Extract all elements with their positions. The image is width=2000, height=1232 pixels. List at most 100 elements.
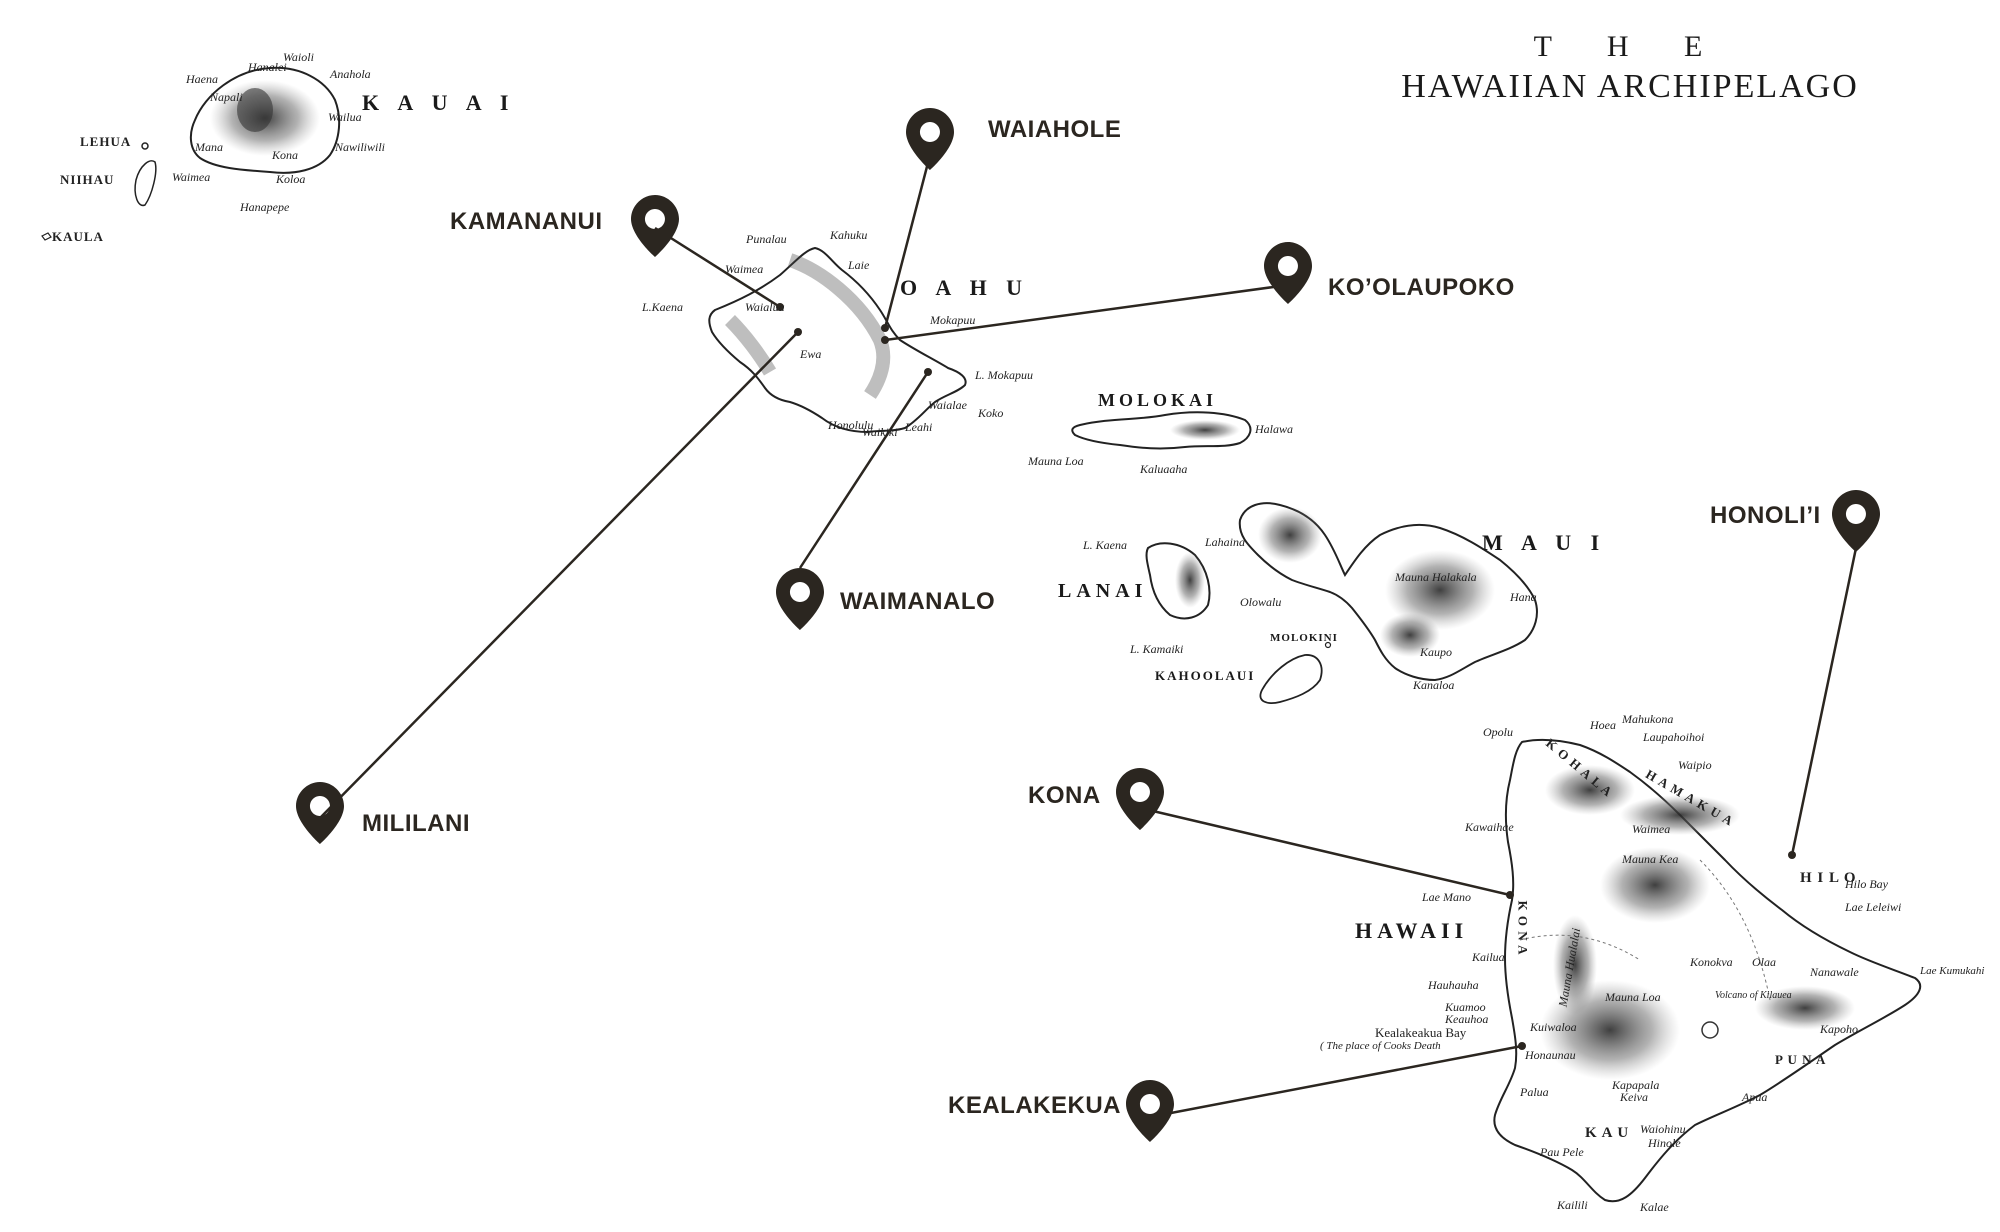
place-mokapuu: Mokapuu	[930, 313, 976, 327]
place-kilauea: Volcano of Kilauea	[1715, 990, 1792, 1001]
place-kuamoo: Kuamoo	[1445, 1000, 1486, 1014]
island-kauai	[189, 66, 341, 174]
place-kona-kauai: Kona	[272, 148, 299, 162]
place-lahaina: Lahaina	[1205, 535, 1246, 549]
place-mana: Mana	[195, 140, 223, 154]
place-kawaihae: Kawaihae	[1465, 820, 1514, 834]
marker-label-waiahole[interactable]: WAIAHOLE	[988, 116, 1122, 143]
place-waialua: Waialua	[745, 300, 785, 314]
connector-mililani	[319, 331, 799, 819]
place-nawiliwili: Nawiliwili	[335, 140, 386, 154]
island-lanai	[1145, 542, 1211, 620]
place-halawa: Halawa	[1255, 422, 1294, 436]
pin-kamananui-icon[interactable]	[631, 195, 679, 257]
place-mahukona: Mahukona	[1622, 712, 1674, 726]
island-oahu	[708, 246, 967, 434]
pin-kealakekua-icon[interactable]	[1126, 1080, 1174, 1142]
place-maunaloa-molokai: Mauna Loa	[1028, 454, 1084, 468]
place-maunakea: Mauna Kea	[1622, 852, 1679, 866]
pin-honolii-icon[interactable]	[1832, 490, 1880, 552]
place-waimea-kauai: Waimea	[172, 170, 211, 184]
place-honaunau: Honaunau	[1525, 1048, 1576, 1062]
marker-label-koolaupoko[interactable]: KO’OLAUPOKO	[1328, 274, 1515, 301]
place-kalae: Kalae	[1640, 1200, 1669, 1214]
place-waimea-oahu: Waimea	[725, 262, 764, 276]
place-leahi: Leahi	[905, 420, 933, 434]
island-label-molokai: MOLOKAI	[1098, 390, 1218, 410]
marker-label-kealakekua[interactable]: KEALAKEKUA	[948, 1092, 1121, 1119]
place-kealakeakua-bay: Kealakeakua Bay	[1375, 1025, 1467, 1040]
island-label-hawaii: HAWAII	[1355, 918, 1469, 943]
place-nanawale: Nanawale	[1810, 965, 1859, 979]
place-kailua: Kailua	[1472, 950, 1505, 964]
island-label-molokini: MOLOKINI	[1270, 632, 1338, 644]
island-label-lanai: LANAI	[1058, 580, 1148, 602]
place-waikiki: Waikiki	[862, 425, 898, 439]
island-kahoolawe	[1259, 641, 1332, 704]
pin-mililani-icon[interactable]	[296, 782, 344, 844]
place-lae-kumukahi: Lae Kumukahi	[1920, 965, 1985, 977]
place-kaluaaha: Kaluaaha	[1140, 462, 1188, 476]
marker-label-kona[interactable]: KONA	[1028, 782, 1101, 809]
place-haena: Haena	[186, 72, 218, 86]
place-waioli: Waioli	[283, 50, 314, 64]
place-palua: Palua	[1520, 1085, 1549, 1099]
place-hana: Hana	[1510, 590, 1537, 604]
pins	[296, 108, 1880, 1142]
island-label-maui: M A U I	[1482, 530, 1607, 555]
connector-dots	[776, 303, 1796, 1050]
marker-label-kamananui[interactable]: KAMANANUI	[450, 208, 603, 235]
place-kaupo: Kaupo	[1420, 645, 1453, 659]
place-honolulu: Honolulu	[828, 418, 874, 432]
place-kahuku: Kahuku	[830, 228, 868, 242]
place-hanapepe: Hanapepe	[240, 200, 290, 214]
marker-label-mililani[interactable]: MILILANI	[362, 810, 470, 837]
place-punalau: Punalau	[746, 232, 787, 246]
island-niihau	[41, 142, 157, 241]
connector-kona	[1139, 806, 1511, 897]
place-olowalu: Olowalu	[1240, 595, 1282, 609]
place-ewa: Ewa	[800, 347, 822, 361]
place-konokva: Konokva	[1690, 955, 1733, 969]
place-wailua: Wailua	[328, 110, 362, 124]
pin-kona-icon[interactable]	[1116, 768, 1164, 830]
place-maunaloa-hawaii: Mauna Loa	[1605, 990, 1661, 1004]
place-apua: Apua	[1742, 1090, 1768, 1104]
place-waiohinu: Waiohinu	[1640, 1122, 1686, 1136]
place-kau: K A U	[1585, 1125, 1630, 1141]
place-waialae: Waialae	[928, 398, 967, 412]
island-label-kahoolawe: KAHOOLAUI	[1155, 668, 1256, 683]
place-waipio: Waipio	[1678, 758, 1712, 772]
place-olaa: Olaa	[1752, 955, 1776, 969]
place-lkaena-lanai: L. Kaena	[1083, 538, 1128, 552]
place-hinole: Hinole	[1648, 1136, 1681, 1150]
place-hoea: Hoea	[1590, 718, 1616, 732]
place-laeleleiwi: Lae Leleiwi	[1845, 900, 1902, 914]
place-kapapala: Kapapala	[1612, 1078, 1660, 1092]
place-keauhoa: Keauhoa	[1445, 1012, 1489, 1026]
place-kapoho: Kapoho	[1820, 1022, 1859, 1036]
pin-waiahole-icon[interactable]	[906, 108, 954, 170]
island-hawaii	[1493, 738, 1922, 1203]
island-label-kauai: K A U A I	[362, 90, 516, 115]
connector-waiahole	[883, 154, 932, 329]
place-puna: P U N A	[1775, 1052, 1827, 1067]
pin-waimanalo-icon[interactable]	[776, 568, 824, 630]
island-label-lehua: LEHUA	[80, 134, 132, 149]
place-lmokapuu: L. Mokapuu	[975, 368, 1033, 382]
island-label-niihau: NIIHAU	[60, 172, 115, 187]
place-kanaloa: Kanaloa	[1413, 678, 1455, 692]
marker-label-waimanalo[interactable]: WAIMANALO	[840, 588, 996, 615]
place-lkamaiki: L. Kamaiki	[1130, 642, 1184, 656]
marker-label-honolii[interactable]: HONOLI’I	[1710, 502, 1821, 529]
place-anahola: Anahola	[330, 67, 371, 81]
connector-koolaupoko	[884, 283, 1289, 342]
place-kuiwaloa: Kuiwaloa	[1530, 1020, 1577, 1034]
place-hanalei: Hanalei	[248, 60, 287, 74]
place-opolu: Opolu	[1483, 725, 1513, 739]
island-molokai	[1071, 411, 1252, 450]
place-kailili: Kailili	[1557, 1198, 1588, 1212]
pin-koolaupoko-icon[interactable]	[1264, 242, 1312, 304]
place-hilobay: Hilo Bay	[1845, 877, 1888, 891]
place-waimea-hawaii: Waimea	[1632, 822, 1671, 836]
